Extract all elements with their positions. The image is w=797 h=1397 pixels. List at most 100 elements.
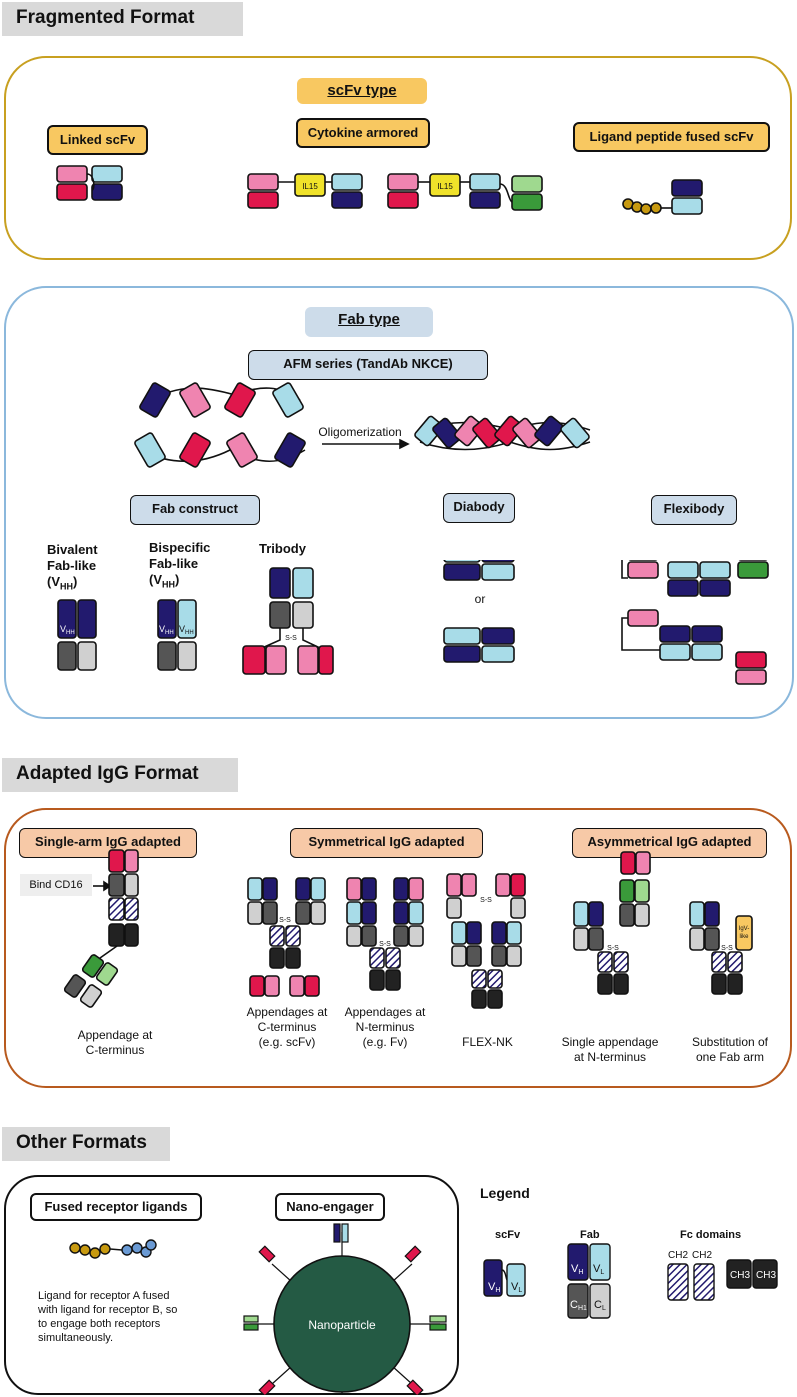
caption-single-appendage: Single appendage at N-terminus <box>555 1035 665 1065</box>
fused-desc-3: to engage both receptors <box>38 1318 161 1330</box>
pill-ligand-peptide: Ligand peptide fused scFv <box>573 122 770 152</box>
sym-n-ss: S-S <box>379 941 391 948</box>
section-adapted-header: Adapted IgG Format <box>2 758 238 792</box>
legend-ch3-2: CH3 <box>756 1270 776 1281</box>
asym-substitution: IgV- like S-S <box>689 901 753 995</box>
afm-drawing: Oligomerization <box>134 382 591 468</box>
pill-single-arm-text: Single-arm IgG adapted <box>35 834 181 849</box>
legend-fab-text: Fab <box>580 1229 600 1241</box>
cytokine-armored-molecule-2: IL15 <box>387 173 543 211</box>
svg-text:VHH: VHH <box>159 624 174 636</box>
linked-scfv-molecule <box>56 165 123 201</box>
igv-label-1: IgV- <box>739 926 750 932</box>
afm-tandab-oligomer <box>414 415 591 451</box>
pill-single-arm: Single-arm IgG adapted <box>19 828 197 858</box>
single-arm-igg <box>63 849 139 1008</box>
pill-flexibody-text: Flexibody <box>663 501 725 516</box>
other-drawings: Nanoparticle <box>69 1223 447 1395</box>
pill-symmetrical: Symmetrical IgG adapted <box>290 828 483 858</box>
scfv-frame <box>4 56 792 260</box>
caption-flex-text: FLEX-NK <box>462 1035 513 1049</box>
bivalent-label: Bivalent Fab-like (VHH) <box>47 542 127 595</box>
asym-subst-ss: S-S <box>721 945 733 952</box>
bispecific-line-3: (VHH) <box>149 572 180 590</box>
svg-text:VH: VH <box>571 1263 583 1276</box>
svg-text:VL: VL <box>511 1281 522 1294</box>
legend-fab-label: Fab <box>580 1227 620 1243</box>
legend-fc: CH2 CH2 CH3 CH3 <box>667 1250 778 1301</box>
caption-subst-1: Substitution of <box>691 1035 769 1049</box>
flex-ss: S-S <box>480 897 492 904</box>
tribody-ss: S-S <box>285 635 297 642</box>
fused-ligands <box>69 1239 157 1259</box>
legend-fab: VH VL CH1 CL <box>567 1243 611 1319</box>
svg-text:VL: VL <box>593 1263 604 1276</box>
section-other-header: Other Formats <box>2 1127 170 1161</box>
fused-desc-2: with ligand for receptor B, so <box>38 1304 178 1316</box>
caption-single-arm-2: C-terminus <box>85 1043 145 1057</box>
pill-linked-scfv-text: Linked scFv <box>59 132 136 147</box>
fab-type-title-text: Fab type <box>338 311 400 328</box>
caption-subst-2: one Fab arm <box>695 1050 765 1064</box>
caption-single-arm-1: Appendage at <box>77 1028 153 1042</box>
svg-text:VH: VH <box>488 1281 500 1294</box>
bivalent-line-1: Bivalent <box>47 542 98 557</box>
caption-single-app-2: at N-terminus <box>573 1050 647 1064</box>
scfv-type-title: scFv type <box>297 78 427 104</box>
legend-drawings: VH VL VH VL CH1 CL CH2 CH2 CH3 CH3 <box>483 1243 778 1319</box>
caption-single-app-1: Single appendage <box>561 1035 659 1049</box>
bispecific-line-2: Fab-like <box>149 556 199 571</box>
legend-scfv-label: scFv <box>495 1227 535 1243</box>
bispecific-fab-like: VHH VHH <box>157 599 197 671</box>
pill-diabody: Diabody <box>443 493 515 523</box>
caption-single-arm: Appendage at C-terminus <box>60 1028 170 1058</box>
legend-scfv-text: scFv <box>495 1229 521 1241</box>
legend-title: Legend <box>480 1185 560 1201</box>
pill-nano-engager-text: Nano-engager <box>286 1199 374 1214</box>
pill-ligand-peptide-text: Ligand peptide fused scFv <box>589 129 754 144</box>
section-fragmented-title: Fragmented Format <box>16 7 195 28</box>
svg-text:VHH: VHH <box>179 624 194 636</box>
il15-label-2: IL15 <box>437 182 453 191</box>
pill-nano-engager: Nano-engager <box>275 1193 385 1221</box>
fused-desc-4: simultaneously. <box>38 1332 113 1344</box>
caption-n-2: N-terminus <box>355 1020 415 1034</box>
section-adapted-title: Adapted IgG Format <box>16 763 199 784</box>
fused-description: Ligand for receptor A fused with ligand … <box>38 1289 218 1345</box>
symmetrical-c-terminus: S-S <box>247 877 326 997</box>
pill-cytokine-armored-text: Cytokine armored <box>307 125 419 140</box>
scfv-drawings: IL15 IL15 <box>56 165 703 215</box>
bispecific-label: Bispecific Fab-like (VHH) <box>149 540 229 593</box>
pill-fused-receptor-text: Fused receptor ligands <box>44 1199 188 1214</box>
pill-flexibody: Flexibody <box>651 495 737 525</box>
pill-symmetrical-text: Symmetrical IgG adapted <box>308 834 465 849</box>
bind-cd16-text: Bind CD16 <box>29 879 83 891</box>
legend-scfv: VH VL <box>483 1259 526 1297</box>
flex-nk: S-S <box>446 873 526 1009</box>
flexibody-2 <box>621 609 767 685</box>
asym-single-ss: S-S <box>607 945 619 952</box>
pill-fab-construct: Fab construct <box>130 495 260 525</box>
bivalent-line-3: (VHH) <box>47 574 78 592</box>
fused-desc-1: Ligand for receptor A fused <box>38 1290 170 1302</box>
legend-ch2-2: CH2 <box>692 1250 712 1261</box>
igg-drawings: S-S S-S <box>63 849 753 1009</box>
pill-asymmetrical: Asymmetrical IgG adapted <box>572 828 767 858</box>
pill-afm-series-text: AFM series (TandAb NKCE) <box>283 356 453 371</box>
asym-single-appendage: S-S <box>573 851 651 995</box>
pill-asymmetrical-text: Asymmetrical IgG adapted <box>587 834 752 849</box>
nanoparticle-label: Nanoparticle <box>308 1318 376 1332</box>
caption-substitution: Substitution of one Fab arm <box>675 1035 785 1065</box>
oligomerization-label: Oligomerization <box>318 425 401 439</box>
legend-fc-text: Fc domains <box>680 1229 742 1241</box>
pill-fab-construct-text: Fab construct <box>152 501 238 516</box>
pill-diabody-text: Diabody <box>453 499 505 514</box>
bispecific-line-1: Bispecific <box>149 540 211 555</box>
diabody-or: or <box>475 592 486 606</box>
svg-text:CH1: CH1 <box>570 1299 587 1312</box>
pill-afm-series: AFM series (TandAb NKCE) <box>248 350 488 380</box>
diabody-2 <box>443 627 515 663</box>
legend-ch2-1: CH2 <box>668 1250 688 1261</box>
bivalent-line-2: Fab-like <box>47 558 97 573</box>
caption-c-3: (e.g. scFv) <box>258 1035 316 1049</box>
